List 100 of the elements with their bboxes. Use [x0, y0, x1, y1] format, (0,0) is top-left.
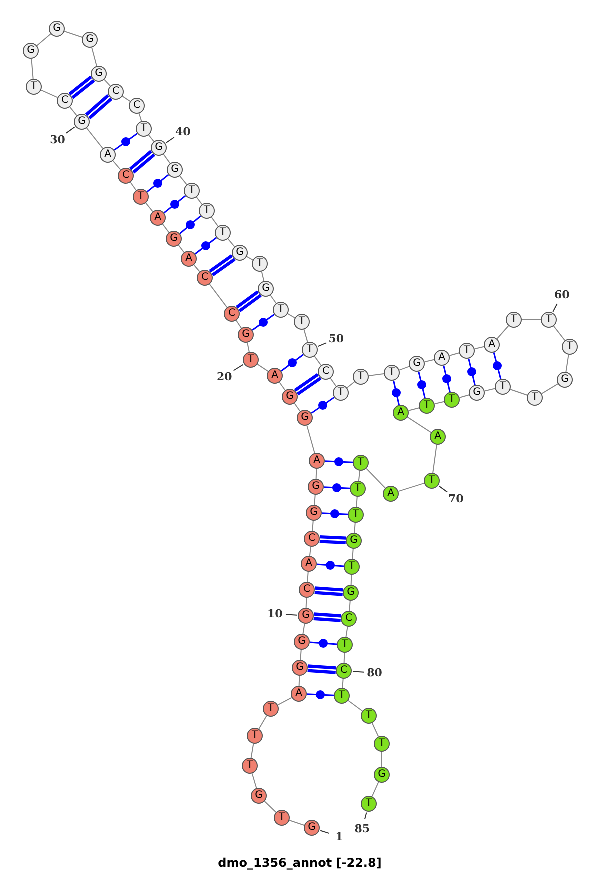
backbone-line [342, 678, 344, 689]
nucleotide-circle: T [274, 810, 290, 826]
backbone-line [432, 444, 438, 474]
backbone-line [146, 202, 154, 212]
base-pair-bond [318, 535, 348, 545]
nucleotide-circle: G [298, 608, 314, 624]
backbone-line [346, 382, 356, 388]
nucleotide-circle: T [374, 736, 390, 752]
backbone-line [252, 773, 258, 789]
base-pair-bond [294, 373, 322, 396]
nucleotide-circle: T [136, 121, 152, 137]
backbone-line [312, 520, 314, 532]
nucleotide-circle: T [294, 314, 310, 330]
backbone-line [344, 652, 346, 664]
backbone-line [424, 359, 435, 363]
nucleotide-circle: T [273, 302, 289, 318]
backbone-line [496, 326, 510, 340]
backbone-line [257, 364, 269, 372]
backbone-line [36, 34, 52, 46]
nucleotide-circle: G [292, 660, 308, 676]
nucleotide-circle: T [424, 473, 440, 489]
nucleotide-circle: C [129, 98, 145, 114]
nucleotide-circle: T [419, 398, 435, 414]
base-pair-bond [280, 354, 304, 372]
base-pair-bond [208, 254, 236, 277]
base-pair-bond [180, 216, 202, 234]
backbone-line [64, 31, 83, 38]
nucleotide-circle: A [291, 686, 307, 702]
base-pair-bond [392, 380, 401, 406]
base-pair-bond [310, 639, 338, 648]
nucleotide-circle: T [348, 507, 364, 523]
backbone-line [484, 388, 496, 392]
backbone-line [348, 700, 364, 712]
backbone-line [309, 546, 312, 557]
nucleotide-circle: C [304, 531, 320, 547]
backbone-line [408, 408, 420, 412]
backbone-line [122, 96, 131, 102]
base-pair-bond [146, 174, 170, 193]
backbone-line [553, 326, 566, 342]
backbone-line [112, 160, 122, 170]
nucleotide-circle: C [108, 84, 124, 100]
nucleotide-circle: A [484, 337, 500, 353]
base-pair-bond [493, 352, 502, 380]
backbone-line [298, 676, 300, 686]
nucleotide-circle: G [23, 43, 39, 59]
position-number: 85 [354, 822, 370, 836]
backbone-line [130, 182, 137, 191]
nucleotide-circle: C [299, 582, 315, 598]
nucleotide-circle: T [333, 385, 349, 401]
position-number: 20 [216, 370, 232, 383]
nucleotide-circle: T [133, 189, 149, 205]
backbone-line [86, 128, 104, 150]
base-pair-bond [194, 237, 218, 255]
backbone-line [104, 79, 111, 87]
backbone-line [70, 106, 78, 116]
nucleotide-circle: G [49, 21, 65, 37]
base-pair-bond [306, 664, 338, 674]
backbone-line [399, 366, 410, 371]
backbone-line [294, 403, 301, 412]
nucleotide-circle: A [100, 147, 116, 163]
backbone-line [300, 649, 302, 661]
base-pair-bond [311, 396, 335, 414]
nucleotide-circle: C [118, 168, 134, 184]
backbone-line [180, 176, 188, 186]
nucleotide-circle: T [562, 339, 578, 355]
nucleotide-circle: T [541, 312, 557, 328]
base-pair-bond [252, 314, 275, 331]
base-pair-bond [322, 510, 348, 518]
nucleotide-circle: T [350, 481, 366, 497]
backbone-line [354, 522, 356, 534]
nucleotide-circle: T [527, 390, 543, 406]
nucleotide-circle: A [383, 486, 399, 502]
nucleotide-circle: G [238, 327, 254, 343]
nucleotide-circle: C [336, 663, 352, 679]
nucleotide-circle: C [341, 611, 357, 627]
nucleotide-circle: G [297, 410, 313, 426]
backbone-line [279, 382, 286, 391]
nucleotide-circle: A [301, 556, 317, 572]
position-number: 50 [328, 332, 344, 346]
backbone-line [314, 494, 316, 506]
backbone-line [372, 782, 380, 798]
base-pair-bond [68, 76, 96, 100]
nucleotide-circle: T [361, 796, 377, 812]
backbone-line [372, 722, 380, 738]
nucleotide-circle: C [224, 306, 240, 322]
nucleotide-circle: G [557, 372, 573, 388]
nucleotide-circle: A [393, 405, 409, 421]
nucleotide-circle: A [309, 453, 325, 469]
nucleotide-circle: G [306, 505, 322, 521]
backbone-line [236, 320, 242, 329]
position-number: 80 [367, 666, 382, 680]
nucleotide-circle: T [506, 312, 522, 328]
nucleotide-circle: G [409, 356, 425, 372]
base-pair-bond [418, 372, 426, 398]
base-pair-bond [84, 94, 114, 120]
nucleotide-circle: A [150, 210, 166, 226]
backbone-line [356, 496, 358, 508]
backbone-line [162, 224, 170, 234]
nucleotide-circle: G [343, 585, 359, 601]
diagram-caption: dmo_1356_annot [-22.8] [218, 856, 382, 870]
